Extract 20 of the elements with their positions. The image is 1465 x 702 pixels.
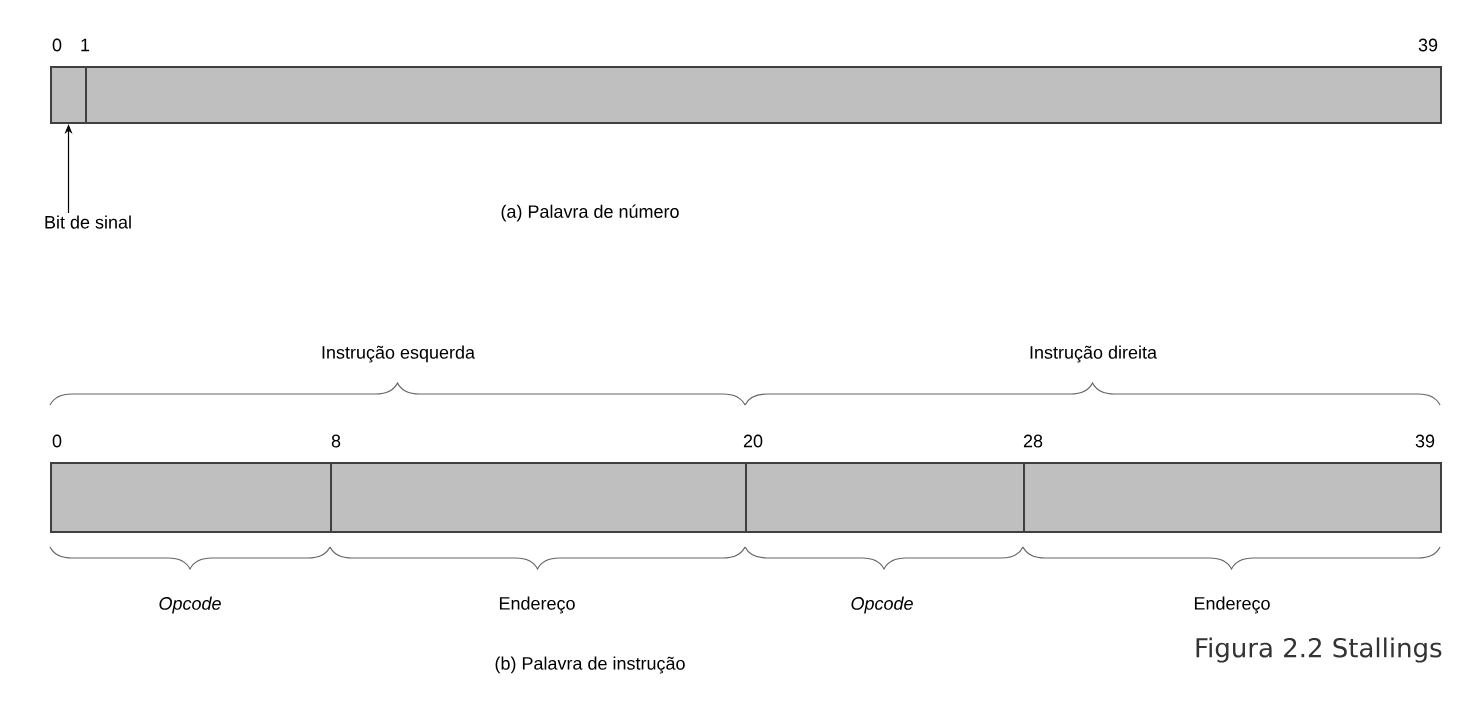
bit-number: 20 [743, 434, 763, 448]
figure-caption: Figura 2.2 Stallings [1196, 637, 1442, 663]
bit-field [1023, 462, 1442, 533]
bit-number: 0 [52, 38, 62, 52]
field-label: Instrução esquerda [322, 345, 475, 363]
field-label: Endereço [499, 596, 575, 614]
field-label: Endereço [1194, 596, 1270, 614]
bit-number: 8 [331, 434, 341, 448]
caption-text: (b) Palavra de instrução [495, 656, 685, 674]
bit-field [50, 462, 332, 533]
field-label: Opcode [159, 596, 221, 614]
bit-number: 1 [81, 38, 90, 52]
bit-number: 28 [1023, 434, 1043, 448]
bit-field [330, 462, 747, 533]
field-label: Instrução direita [1030, 345, 1157, 363]
bit-field [50, 66, 87, 124]
caption-text: (a) Palavra de número [501, 204, 679, 222]
field-label: Opcode [851, 596, 913, 614]
annotation-text: Bit de sinal [45, 215, 131, 229]
bit-field [745, 462, 1025, 533]
